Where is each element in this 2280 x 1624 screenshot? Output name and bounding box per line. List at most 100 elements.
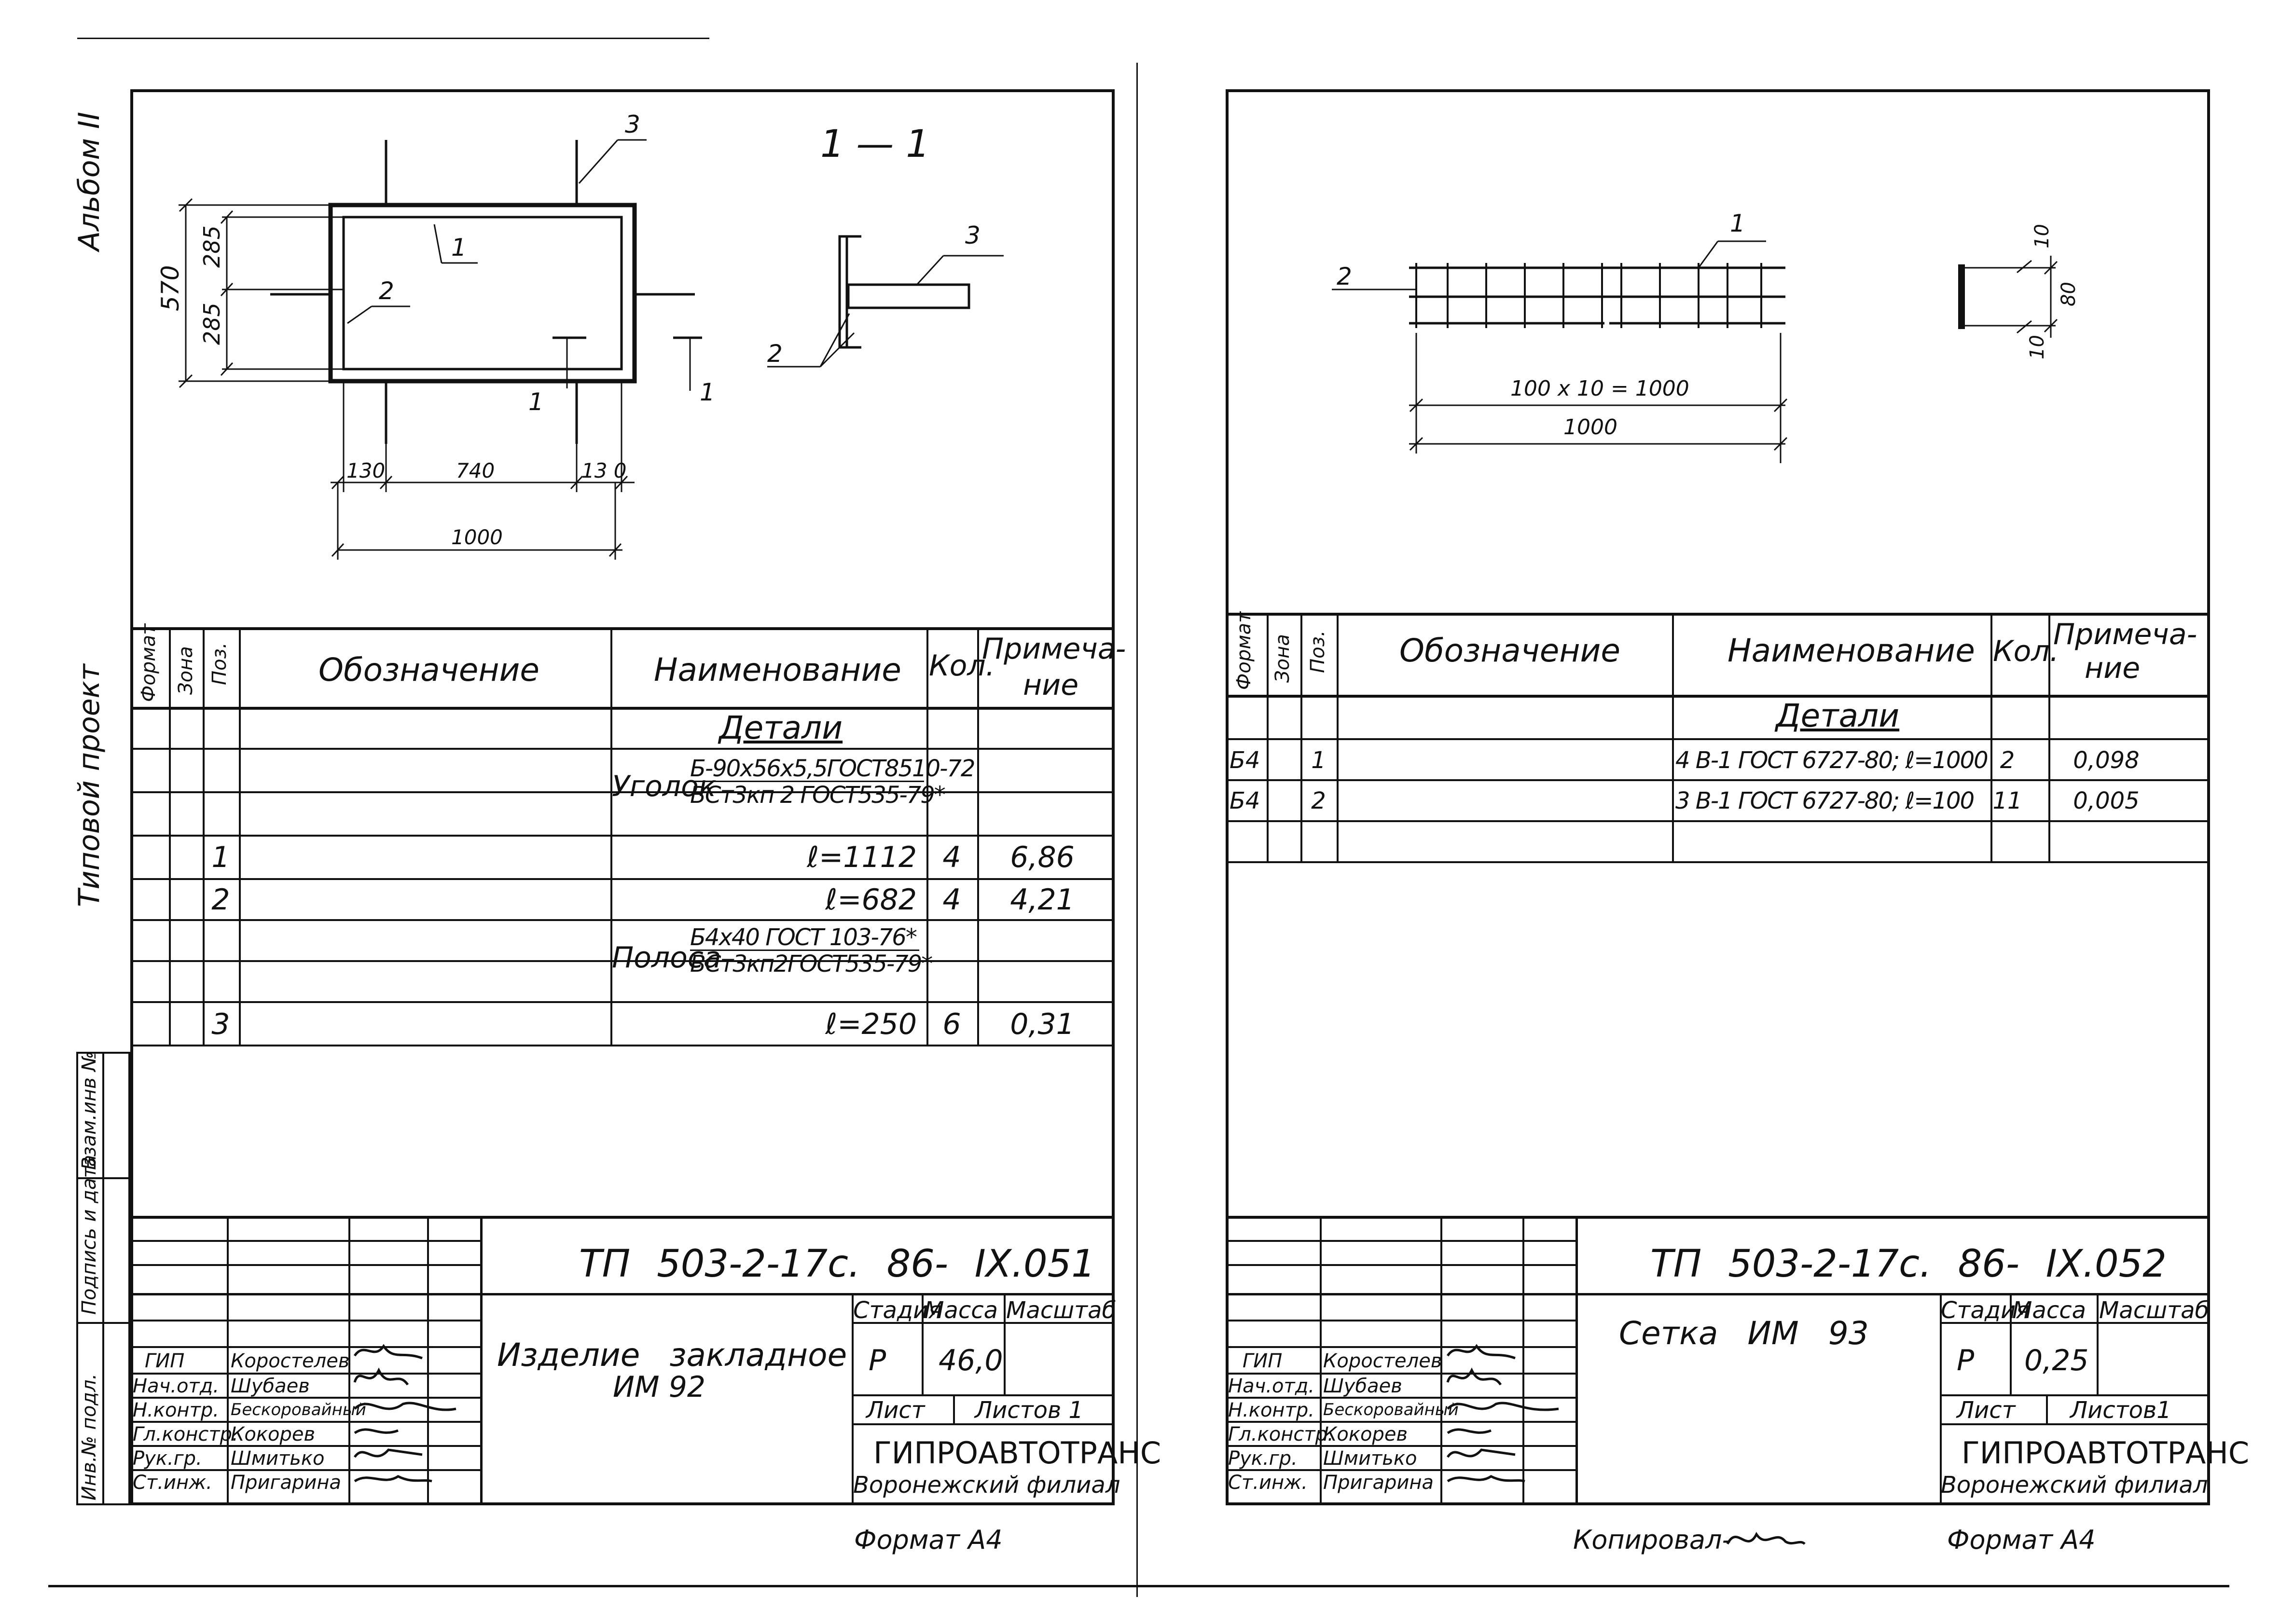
- r-doc-code: ТП 503-2-17с. 86- IX.052: [1650, 1242, 2167, 1286]
- r-name-3: Кокорев: [1323, 1423, 1408, 1445]
- l-row-2: [130, 791, 1115, 793]
- r-tb-h4: [1226, 1320, 1575, 1321]
- r-col-desig: [1337, 613, 1339, 861]
- right-sheet-frame: [1226, 89, 2210, 1505]
- l-hdr-pos: Поз.: [208, 642, 231, 685]
- l-tb-v3: [427, 1216, 429, 1505]
- l-col-note: [977, 627, 979, 1045]
- l-tb-h1: [130, 1240, 480, 1242]
- r-hdr-format: Формат: [1233, 611, 1255, 690]
- r-branch: Воронежский филиал: [1941, 1472, 2208, 1499]
- r-row-1: [1226, 738, 2210, 740]
- l-item-code: ИМ 92: [613, 1370, 706, 1404]
- l-row-1: [130, 748, 1115, 750]
- l-row2-note: 4,21: [1010, 883, 1075, 917]
- bottom-rule: [48, 1585, 2229, 1587]
- l-row-7: [130, 1001, 1115, 1003]
- r-row-2: [1226, 779, 2210, 781]
- l-role-2: Н.контр.: [133, 1399, 219, 1421]
- l-polosa-frac: [690, 950, 919, 951]
- left-drawing: 1 — 1 570 285 285 130 740 13 0 1000 3 1 …: [156, 110, 1004, 560]
- r-copied-label: Копировал-: [1573, 1525, 1732, 1555]
- r-row1-qty: 2: [2000, 747, 2015, 774]
- r-section-details: Детали: [1776, 697, 1900, 734]
- r-hdr-designation: Обозначение: [1399, 632, 1620, 669]
- r-tb-h5: [1226, 1346, 1575, 1348]
- r-role-3: Гл.констр.: [1228, 1423, 1334, 1445]
- l-sheets-label: Листов 1: [975, 1397, 1084, 1424]
- l-mass-header: Масса: [924, 1297, 998, 1324]
- left-sheet-frame: [130, 89, 1115, 1505]
- l-tb-h9: [130, 1445, 480, 1447]
- l-polosa-bot: ВСт3кп2ГОСТ535-79*: [690, 950, 933, 977]
- l-stage-value: Р: [869, 1344, 886, 1377]
- r-name-2: Бескоровайный: [1323, 1400, 1459, 1419]
- l-signatures: [353, 1344, 456, 1483]
- r-scale-header: Масштаб: [2099, 1297, 2210, 1324]
- r-copied-signature: [1726, 1532, 1806, 1545]
- l-polosa-label: Полоса: [612, 941, 721, 975]
- r-tb-h13: [1940, 1423, 2210, 1425]
- l-spec-header-bottom: [130, 707, 1115, 710]
- r-role-4: Рук.гр.: [1228, 1447, 1298, 1470]
- cut-mark-1a: 1: [528, 388, 544, 416]
- pos-label-1: 1: [451, 234, 467, 261]
- l-row2-name: ℓ=682: [825, 883, 917, 917]
- l-hdr-name: Наименование: [654, 651, 901, 688]
- r-pos-label-2: 2: [1337, 262, 1352, 290]
- r-name-0: Коростелев: [1323, 1350, 1442, 1372]
- l-row1-pos: 1: [211, 840, 230, 874]
- r-dim-10-bottom: 10: [2026, 335, 2048, 359]
- side-stamp-sep1: [76, 1177, 130, 1179]
- r-hdr-note-2: ние: [2085, 651, 2141, 685]
- l-row3-note: 0,31: [1010, 1007, 1075, 1041]
- l-col-zone: [169, 627, 171, 1045]
- r-tb-h3: [1226, 1293, 2210, 1295]
- pos-label-3: 3: [625, 110, 640, 138]
- r-hdr-pos: Поз.: [1307, 630, 1329, 673]
- l-mass-value: 46,0: [939, 1344, 1003, 1377]
- page-divider: [1136, 63, 1138, 1597]
- r-dim-100x10: 100 х 10 = 1000: [1510, 376, 1689, 401]
- l-row1-name: ℓ=1112: [807, 840, 917, 874]
- dim-285-bottom: 285: [199, 303, 225, 345]
- l-tb-v7: [1004, 1293, 1006, 1394]
- l-row-4: [130, 878, 1115, 880]
- l-name-4: Шмитько: [231, 1447, 325, 1470]
- l-tb-top: [130, 1216, 1115, 1219]
- l-col-pos: [203, 627, 205, 1045]
- l-hdr-note-2: ние: [1023, 668, 1079, 702]
- l-row3-name: ℓ=250: [825, 1007, 917, 1041]
- l-col-desig: [239, 627, 241, 1045]
- r-hdr-name: Наименование: [1727, 632, 1975, 669]
- r-tb-v5: [1940, 1293, 1942, 1505]
- l-row2-qty: 4: [942, 883, 961, 917]
- l-tb-h10: [130, 1469, 480, 1471]
- l-tb-v1: [227, 1216, 229, 1505]
- top-rule: [77, 38, 709, 39]
- side-stamp-podp: Подпись и дата: [78, 1155, 100, 1315]
- r-org: ГИПРОАВТОТРАНС: [1962, 1435, 2250, 1471]
- l-ugolok-frac: [690, 781, 924, 782]
- l-row-3: [130, 835, 1115, 837]
- l-org: ГИПРОАВТОТРАНС: [873, 1435, 1161, 1471]
- l-row1-qty: 4: [942, 840, 961, 874]
- l-tb-v2: [348, 1216, 350, 1505]
- l-hdr-designation: Обозначение: [318, 651, 539, 688]
- l-spec-top: [130, 627, 1115, 630]
- r-row2-format: Б4: [1230, 787, 1260, 814]
- right-drawing: 2 1 100 х 10 = 1000 1000 10 80 10: [1332, 209, 2080, 463]
- r-tb-h12: [1940, 1394, 2210, 1396]
- r-hdr-qty: Кол.: [1993, 634, 2059, 668]
- r-tb-h11: [1940, 1322, 2210, 1324]
- r-hdr-note-1: Примеча-: [2053, 618, 2197, 651]
- r-role-5: Ст.инж.: [1228, 1472, 1308, 1494]
- dim-740: 740: [456, 459, 495, 482]
- l-sheet-label: Лист: [866, 1397, 925, 1424]
- l-tb-h3: [130, 1293, 1115, 1295]
- l-row3-qty: 6: [942, 1007, 961, 1041]
- l-tb-h12: [852, 1394, 1115, 1396]
- r-row1-note: 0,098: [2073, 747, 2140, 774]
- l-branch: Воронежский филиал: [853, 1472, 1120, 1499]
- r-tb-h1: [1226, 1240, 1575, 1242]
